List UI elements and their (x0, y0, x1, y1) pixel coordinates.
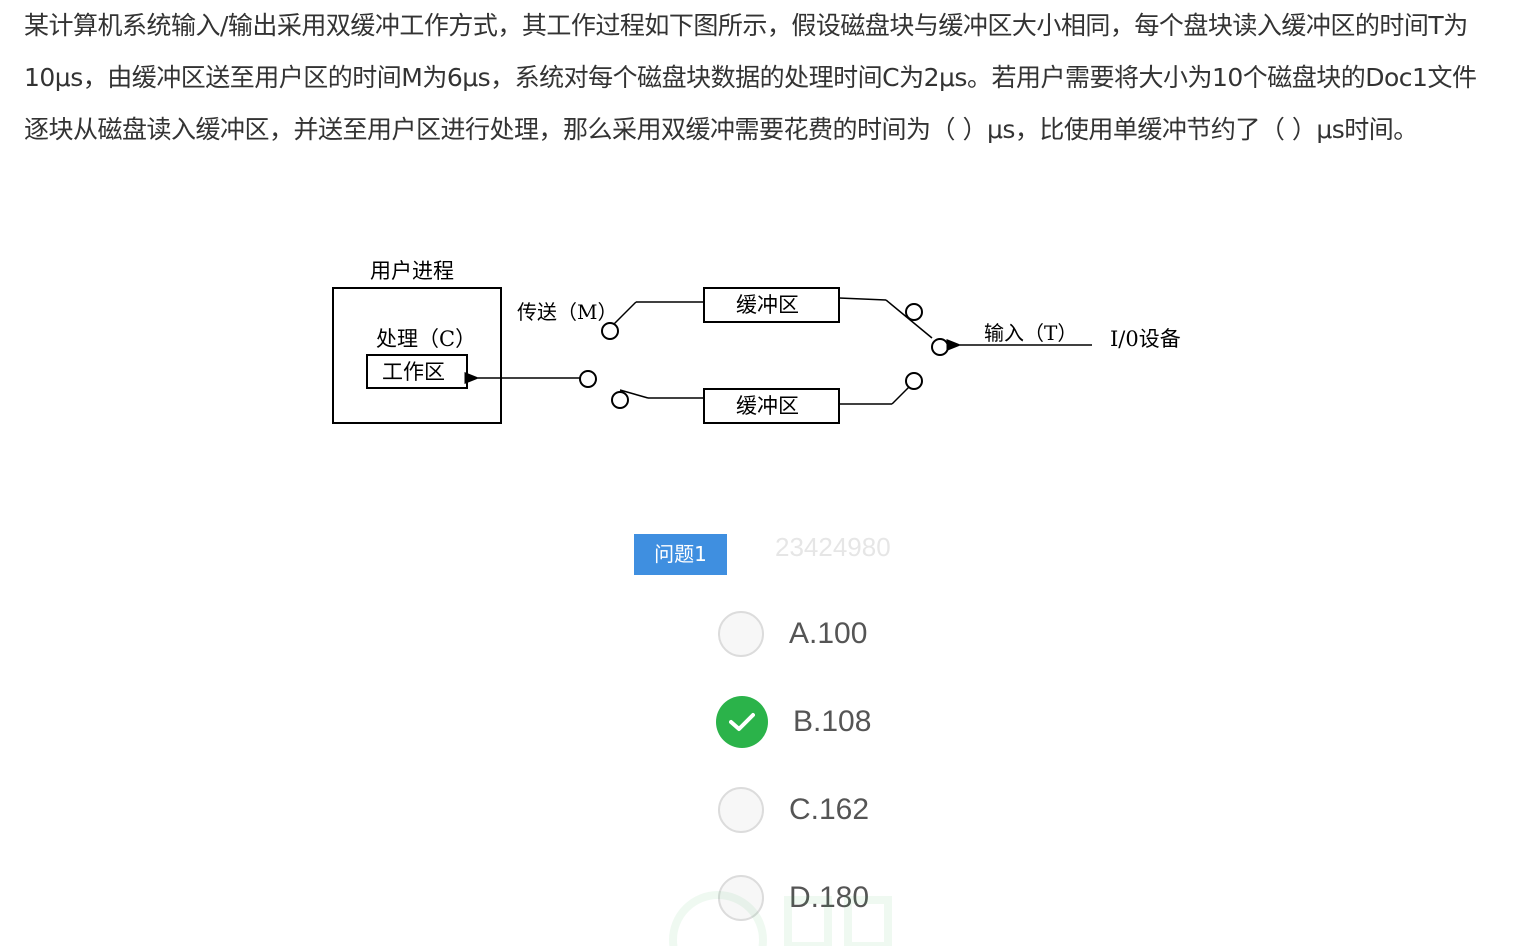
watermark-text: 23424980 (775, 532, 891, 562)
upper-left-contact (601, 322, 619, 340)
lower-left-contact-a (611, 391, 629, 409)
input-label: 输入（T） (984, 321, 1077, 345)
lower-left-switch (619, 389, 649, 399)
option-label: D.180 (789, 881, 870, 914)
upper-right-contact (905, 303, 923, 321)
buffer-upper-label: 缓冲区 (736, 293, 799, 317)
transfer-label: 传送（M） (517, 300, 617, 324)
device-label: I/0设备 (1110, 327, 1181, 351)
double-buffer-diagram: 用户进程 处理（C） 工作区 传送（M） 缓冲区 缓冲区 输入（T） (320, 248, 1220, 438)
question-text: 某计算机系统输入/输出采用双缓冲工作方式，其工作过程如下图所示，假设磁盘块与缓冲… (24, 11, 1477, 144)
option-label: C.162 (789, 793, 870, 826)
lower-right-contact (905, 372, 923, 390)
option-d[interactable]: D.180 (716, 872, 869, 924)
option-label: B.108 (793, 705, 872, 738)
buffer-lower-label: 缓冲区 (736, 394, 799, 418)
user-process-box (332, 287, 502, 424)
option-label: A.100 (789, 617, 868, 650)
radio-icon[interactable] (718, 787, 764, 833)
upper-left-switch (613, 301, 637, 325)
question-badge: 问题1 (634, 534, 727, 575)
radio-icon[interactable] (718, 611, 764, 657)
process-label: 处理（C） (376, 327, 476, 351)
logo-watermark-icon (668, 880, 918, 946)
option-a[interactable]: A.100 (716, 608, 867, 660)
option-c[interactable]: C.162 (716, 784, 869, 836)
radio-icon[interactable] (718, 875, 764, 921)
lower-left-contact-b (579, 370, 597, 388)
lower-right-switch (891, 385, 911, 405)
upper-right-wire (838, 297, 887, 301)
common-contact (931, 338, 949, 356)
buffer-upper (703, 287, 840, 323)
checkmark-icon[interactable] (716, 696, 768, 748)
buffer-lower (703, 388, 840, 424)
work-area-box (366, 354, 468, 389)
work-area-label: 工作区 (382, 360, 445, 384)
user-process-label: 用户进程 (370, 259, 454, 283)
option-b[interactable]: B.108 (716, 696, 871, 748)
